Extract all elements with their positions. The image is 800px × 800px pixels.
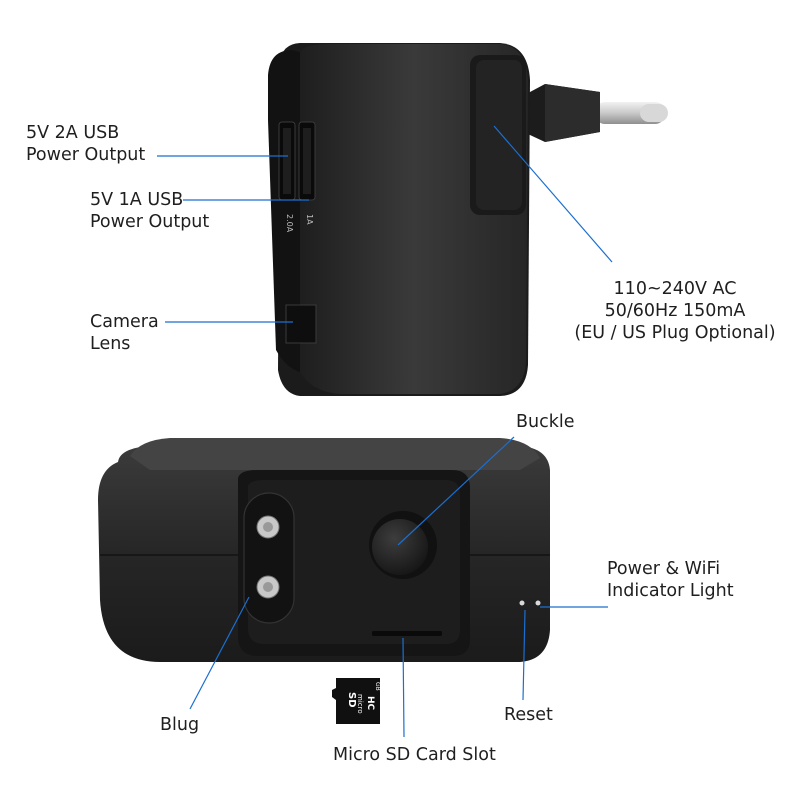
label-reset: Reset	[504, 705, 553, 725]
label-indicator: Power & WiFi Indicator Light	[607, 559, 734, 601]
eu-plug-pins	[515, 84, 668, 142]
callout-reset	[522, 609, 526, 701]
label-buckle: Buckle	[516, 412, 575, 432]
callout-blug	[189, 596, 250, 710]
sd-type: SD	[346, 692, 357, 708]
callout-power-input	[493, 125, 613, 263]
sd-brand: micro	[356, 694, 364, 714]
indicator-led	[535, 600, 541, 606]
usb-port-1a	[298, 121, 316, 201]
label-power-input: 110~240V AC 50/60Hz 150mA (EU / US Plug …	[574, 279, 776, 343]
sd-slot	[372, 631, 442, 636]
buckle	[372, 519, 428, 575]
port-2a-mark: 2.0A	[285, 214, 294, 233]
callout-buckle	[397, 436, 515, 546]
charger-top-view: 2.0A 1A	[268, 43, 668, 396]
camera-lens-window	[285, 304, 317, 344]
callout-sd-slot	[402, 637, 405, 738]
port-1a-mark: 1A	[305, 214, 314, 225]
micro-sd-card: micro SD HC GB	[332, 678, 381, 724]
label-usb-1a: 5V 1A USB Power Output	[90, 190, 210, 232]
sd-capacity: GB	[374, 682, 381, 691]
usb-port-2a	[278, 121, 296, 201]
label-usb-2a: 5V 2A USB Power Output	[26, 123, 146, 165]
sd-class: HC	[365, 696, 375, 711]
label-camera-lens: Camera Lens	[90, 312, 159, 354]
charger-bottom-view	[98, 438, 550, 662]
label-blug: Blug	[160, 715, 200, 735]
label-sd-slot: Micro SD Card Slot	[333, 745, 496, 765]
reset-hole	[519, 600, 525, 606]
callout-lines	[157, 125, 613, 738]
plug-socket	[243, 492, 295, 624]
